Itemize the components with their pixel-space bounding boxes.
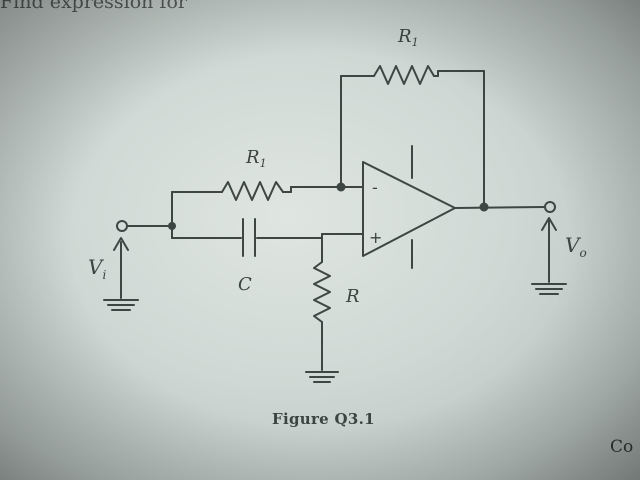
ground-symbol-vi — [103, 299, 139, 311]
label-vo: Vo — [565, 233, 587, 260]
vo-arrow — [541, 217, 557, 283]
input-terminal — [116, 220, 128, 232]
label-r1-top: R1 — [397, 26, 419, 49]
page-text-fragment: Co — [610, 437, 634, 457]
output-junction-node — [479, 202, 489, 212]
label-r: R — [345, 286, 360, 307]
resistor-r — [313, 261, 331, 323]
resistor-r1-mid — [221, 181, 284, 201]
output-wire — [454, 206, 546, 209]
ground-symbol-r — [305, 371, 339, 383]
page-heading-fragment: Find expression for — [0, 0, 187, 13]
minus-input-sign: - — [372, 178, 378, 197]
figure-caption: Figure Q3.1 — [272, 410, 375, 428]
label-vi: Vi — [88, 255, 106, 282]
label-r1-mid: R1 — [245, 147, 267, 170]
vi-arrow — [113, 237, 129, 299]
op-amp-triangle — [362, 161, 456, 257]
resistor-r1-top — [373, 65, 435, 85]
output-terminal — [544, 201, 556, 213]
ground-symbol-vo — [531, 283, 567, 295]
label-c: C — [238, 274, 252, 295]
plus-input-sign: + — [369, 228, 382, 247]
